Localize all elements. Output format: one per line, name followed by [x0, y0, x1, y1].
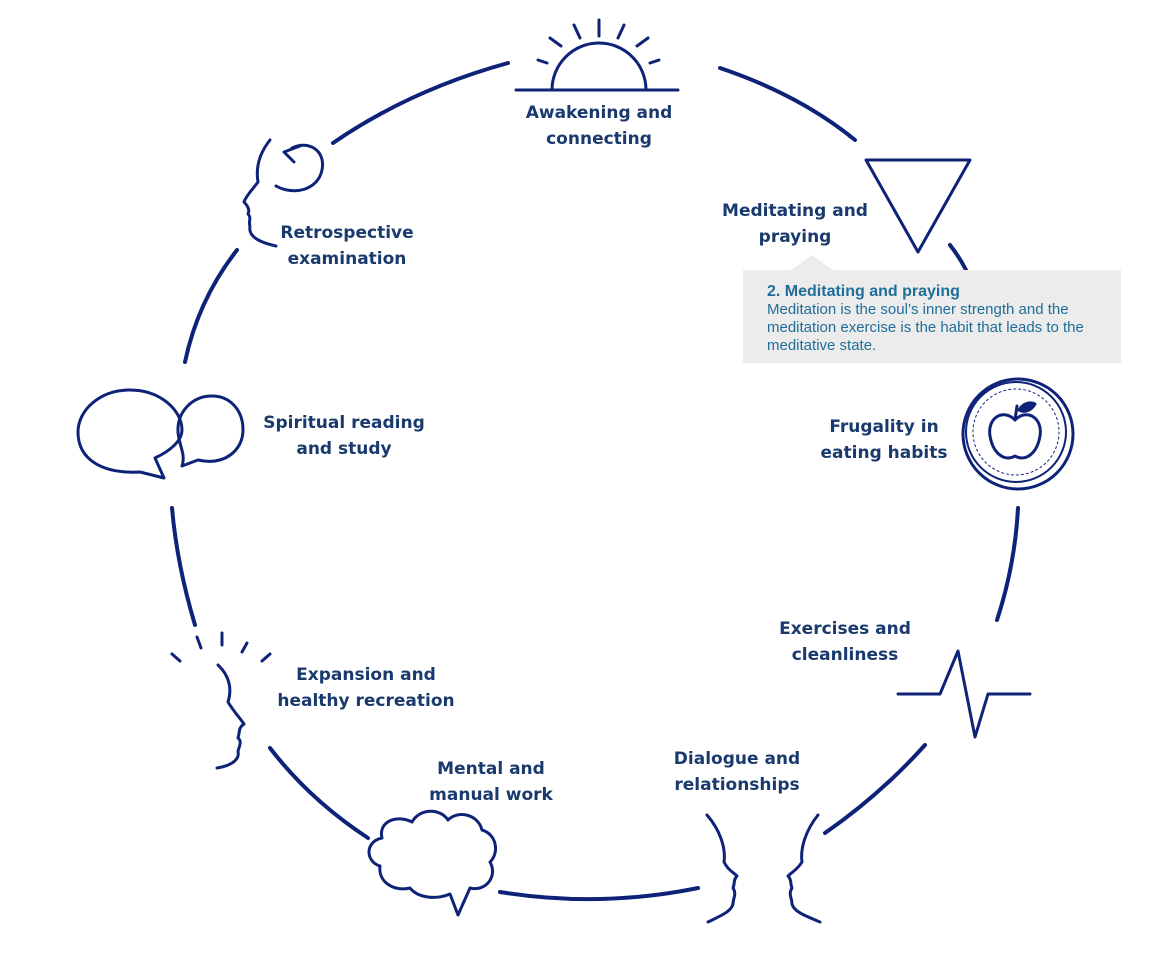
step-label-line: relationships: [674, 775, 800, 795]
step-label-meditating[interactable]: Meditating and praying: [722, 198, 868, 250]
tooltip-arrow: [790, 255, 834, 271]
step-label-awakening[interactable]: Awakening and connecting: [526, 100, 673, 152]
shouting-face-icon: [170, 631, 272, 770]
step-label-line: Awakening and: [525, 103, 673, 123]
step-label-line: cleanliness: [791, 645, 899, 665]
step-label-line: Exercises and: [779, 619, 911, 639]
step-label-line: Dialogue and: [673, 749, 801, 769]
sunrise-icon: [514, 18, 680, 92]
step-label-line: Meditating and: [722, 201, 868, 221]
step-label-line: and study: [296, 439, 392, 459]
step-label-retrospective[interactable]: Retrospective examination: [280, 220, 413, 272]
cycle-ring: [170, 61, 1020, 902]
step-label-line: Spiritual reading: [263, 413, 425, 433]
step-label-line: Expansion and: [296, 665, 436, 685]
step-label-line: healthy recreation: [277, 691, 455, 711]
step-label-line: Mental and: [437, 759, 545, 779]
speech-bubbles-icon: [76, 388, 245, 480]
step-label-spiritual-reading[interactable]: Spiritual reading and study: [263, 410, 425, 462]
step-label-exercises[interactable]: Exercises and cleanliness: [779, 616, 911, 668]
tooltip-title: 2. Meditating and praying: [767, 283, 960, 300]
step-label-line: manual work: [429, 785, 553, 805]
tooltip-body: Meditation is the soul’s inner strength …: [767, 301, 1084, 354]
apple-plate-icon: [961, 377, 1075, 491]
step-label-work[interactable]: Mental and manual work: [429, 756, 553, 808]
step-label-line: praying: [758, 227, 832, 247]
step-label-expansion[interactable]: Expansion and healthy recreation: [277, 662, 454, 714]
brain-icon: [367, 809, 498, 917]
step-tooltip: 2. Meditating and praying Meditation is …: [743, 270, 1121, 363]
step-label-line: Retrospective: [280, 223, 414, 243]
step-label-line: examination: [287, 249, 407, 269]
step-label-dialogue[interactable]: Dialogue and relationships: [674, 746, 800, 798]
step-label-line: Frugality in: [829, 417, 939, 437]
step-label-frugality[interactable]: Frugality in eating habits: [821, 414, 948, 466]
reflective-head-icon: [242, 138, 325, 248]
triangle-icon: [864, 158, 972, 254]
step-label-line: connecting: [546, 129, 652, 149]
heartbeat-icon: [896, 649, 1032, 739]
two-faces-icon: [705, 813, 822, 924]
step-label-line: eating habits: [820, 443, 948, 463]
